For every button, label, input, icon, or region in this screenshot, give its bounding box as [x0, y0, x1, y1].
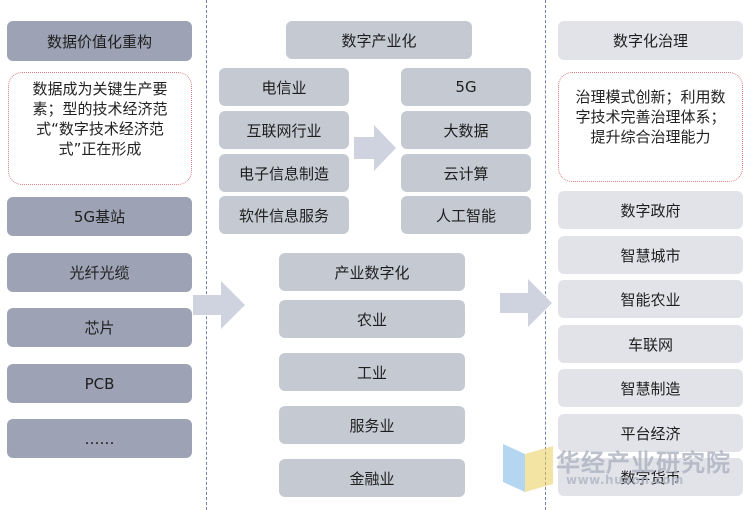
tech-big-data: 大数据 — [401, 111, 531, 149]
right-item-connected-vehicles: 车联网 — [558, 325, 743, 363]
left-item-pcb: PCB — [7, 364, 192, 403]
right-item-digital-government: 数字政府 — [558, 191, 743, 229]
tech-ai: 人工智能 — [401, 196, 531, 234]
arrow-middle-to-right — [500, 279, 552, 327]
industry-software: 软件信息服务 — [219, 196, 349, 234]
left-title-box: 数据价值化重构 — [7, 21, 192, 61]
left-item-5g-base-station: 5G基站 — [7, 197, 192, 236]
left-note: 数据成为关键生产要素；型的技术经济范式“数字技术经济范式”正在形成 — [8, 72, 192, 185]
right-item-platform-economy: 平台经济 — [558, 414, 743, 452]
middle-title-box: 数字产业化 — [286, 21, 472, 59]
divider-right — [545, 0, 546, 510]
right-item-digital-currency: 数字货币 — [558, 458, 743, 496]
divider-left — [206, 0, 207, 510]
arrow-industry-to-tech — [354, 125, 396, 171]
sector-services: 服务业 — [279, 406, 465, 444]
left-item-ellipsis: …… — [7, 419, 192, 458]
industry-electronics: 电子信息制造 — [219, 154, 349, 192]
sector-industry: 工业 — [279, 353, 465, 391]
sector-finance: 金融业 — [279, 459, 465, 497]
industry-internet: 互联网行业 — [219, 111, 349, 149]
watermark-title: 华经产业研究院 — [556, 449, 731, 477]
tech-5g: 5G — [401, 68, 531, 106]
watermark-url: www.huaon.com — [566, 473, 684, 487]
tech-cloud: 云计算 — [401, 154, 531, 192]
right-note: 治理模式创新；利用数字技术完善治理体系；提升综合治理能力 — [558, 72, 743, 182]
right-item-smart-manufacturing: 智慧制造 — [558, 369, 743, 407]
left-item-optical-fiber: 光纤光缆 — [7, 253, 192, 292]
right-item-smart-agriculture: 智能农业 — [558, 280, 743, 318]
sector-agriculture: 农业 — [279, 300, 465, 338]
left-item-chip: 芯片 — [7, 308, 192, 347]
right-title-box: 数字化治理 — [558, 21, 743, 60]
watermark-logo-icon — [503, 444, 553, 492]
right-item-smart-city: 智慧城市 — [558, 236, 743, 274]
industry-telecom: 电信业 — [219, 68, 349, 106]
arrow-left-to-middle — [193, 281, 245, 329]
middle-subtitle-box: 产业数字化 — [279, 253, 465, 291]
